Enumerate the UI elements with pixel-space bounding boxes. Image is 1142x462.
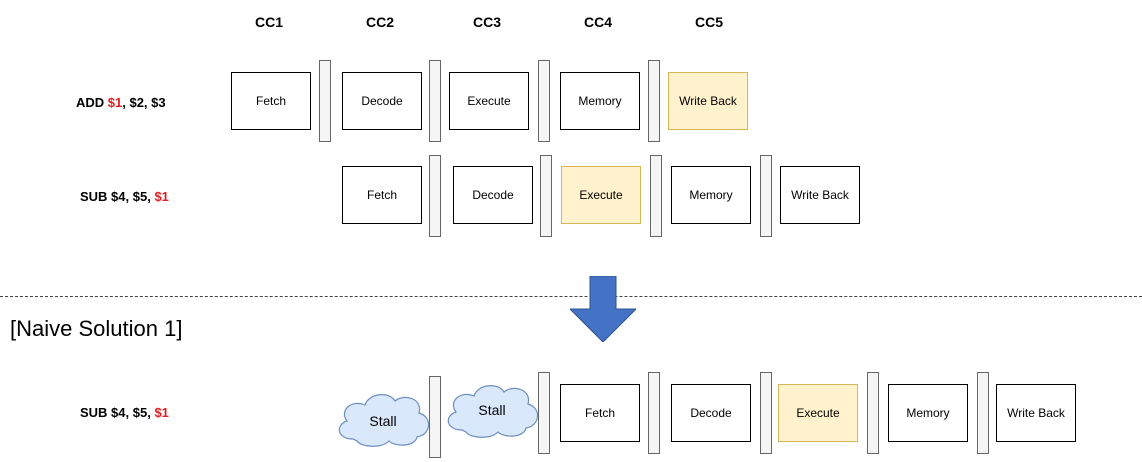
sub-opcode: SUB $4, $5, [80,189,155,204]
pipeline-register [760,372,772,454]
pipeline-register [977,372,989,454]
add-decode-stage: Decode [342,72,422,130]
add-memory-stage: Memory [560,72,640,130]
cloud-icon [338,394,430,447]
clock-cycle-4-header: CC4 [583,14,612,30]
stall-bubble: Stall [331,385,435,449]
stalled-sub-write-back-stage: Write Back [996,384,1076,442]
pipeline-register [760,155,772,237]
section-divider [0,296,1142,297]
stall-label: Stall [369,413,397,429]
pipeline-register [429,155,441,237]
clock-cycle-5-header: CC5 [694,14,723,30]
stalled-sub-dependent-register: $1 [154,405,169,420]
pipeline-register [648,60,660,142]
add-execute-stage: Execute [449,72,529,130]
pipeline-register [538,60,550,142]
pipeline-register [650,155,662,237]
pipeline-register [540,155,552,237]
clock-cycle-1-header: CC1 [254,14,283,30]
cloud-icon [447,385,539,438]
stalled-sub-memory-stage: Memory [888,384,968,442]
stall-label: Stall [478,402,506,418]
pipeline-register [429,376,441,458]
stalled-sub-fetch-stage: Fetch [560,384,640,442]
pipeline-register [867,372,879,454]
add-opcode: ADD [76,95,108,110]
stalled-sub-decode-stage: Decode [671,384,751,442]
pipeline-register [538,372,550,454]
sub-fetch-stage: Fetch [342,166,422,224]
sub-instruction-label: SUB $4, $5, $1 [80,189,169,204]
stall-bubble: Stall [440,376,544,440]
add-write-back-stage: Write Back [668,72,748,130]
section-title: [Naive Solution 1] [10,316,183,341]
add-operands: , $2, $3 [122,95,166,110]
sub-decode-stage: Decode [453,166,533,224]
pipeline-register [429,60,441,142]
add-instruction-label: ADD $1, $2, $3 [76,95,166,110]
clock-cycle-3-header: CC3 [472,14,501,30]
clock-cycle-2-header: CC2 [365,14,394,30]
sub-write-back-stage: Write Back [780,166,860,224]
stalled-sub-instruction-label: SUB $4, $5, $1 [80,405,169,420]
stalled-sub-opcode: SUB $4, $5, [80,405,155,420]
add-fetch-stage: Fetch [231,72,311,130]
pipeline-register [648,372,660,454]
down-arrow-icon [570,276,636,342]
sub-dependent-register: $1 [154,189,169,204]
sub-execute-stage: Execute [561,166,641,224]
stalled-sub-execute-stage: Execute [778,384,858,442]
add-dest-register: $1 [107,95,123,110]
pipeline-register [319,60,331,142]
sub-memory-stage: Memory [671,166,751,224]
